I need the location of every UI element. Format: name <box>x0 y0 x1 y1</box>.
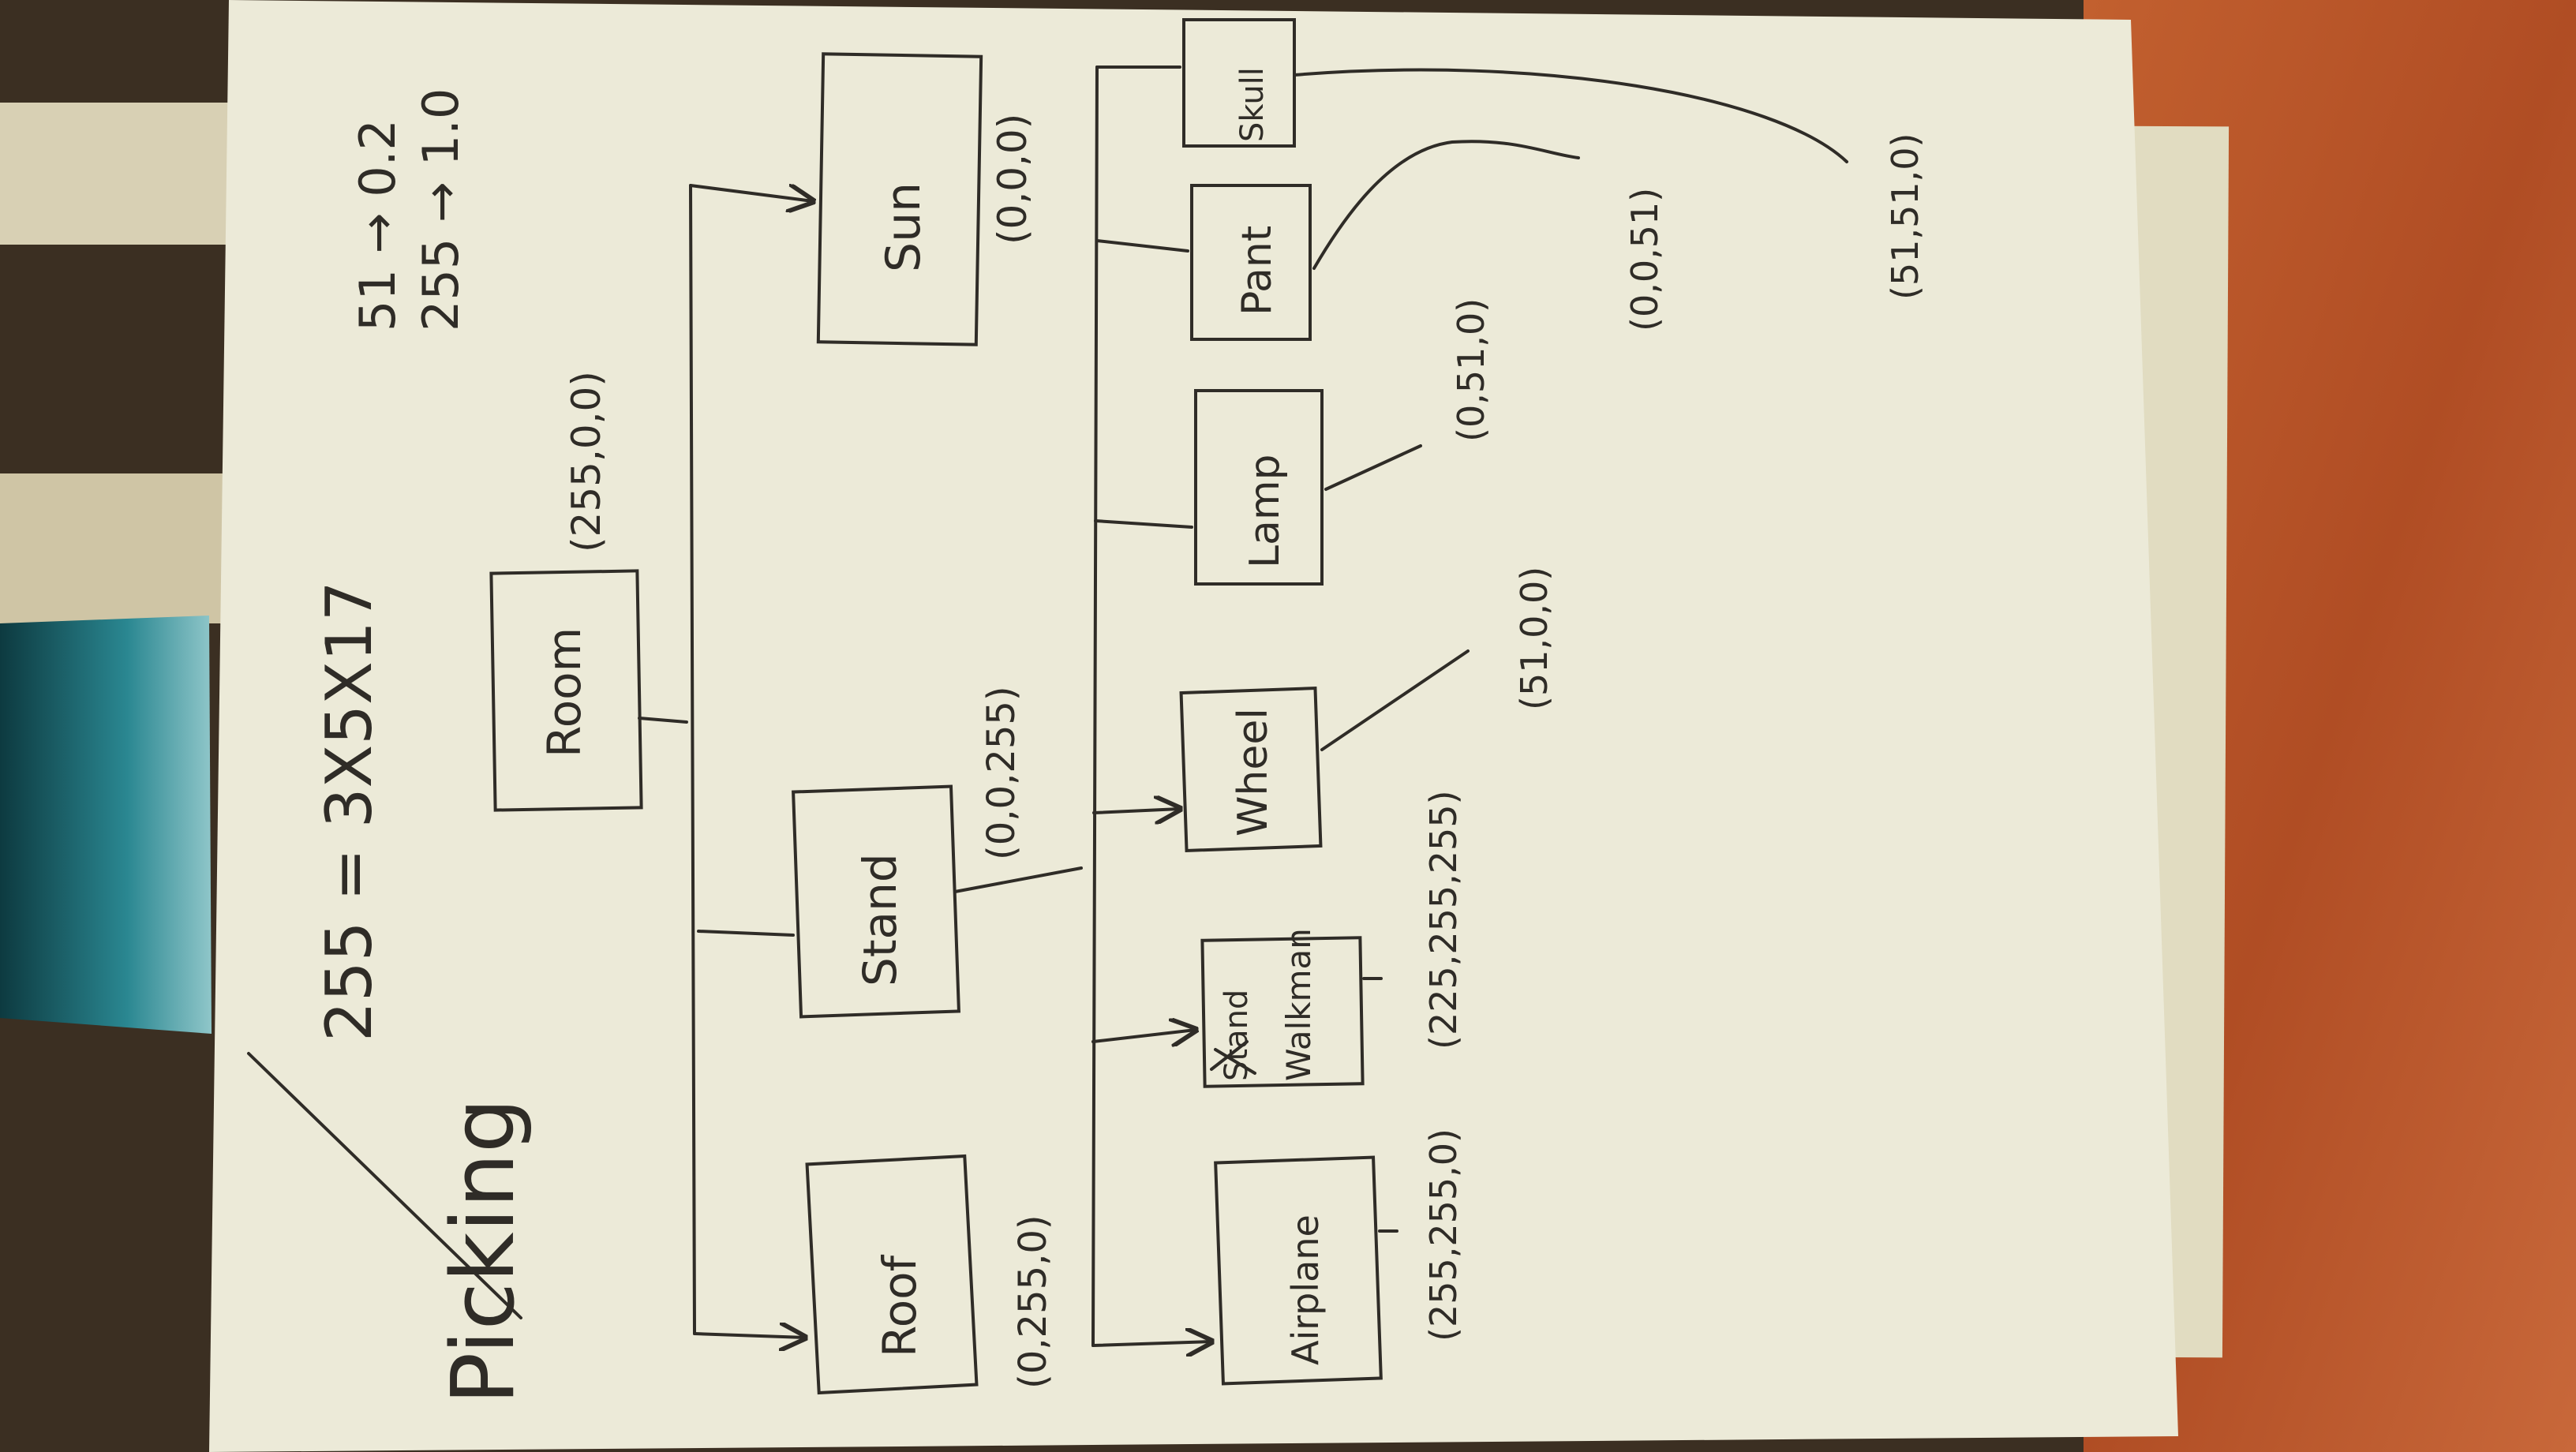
walkman-label: Walkman <box>1279 928 1318 1081</box>
sun-color: (0,0,0) <box>990 114 1035 245</box>
room-label: Room <box>537 627 591 758</box>
room-color: (255,0,0) <box>564 371 609 552</box>
room-connector <box>638 717 688 724</box>
background-shelf-lower <box>0 473 229 623</box>
diagram <box>247 18 1848 1395</box>
stand-connector <box>953 866 1083 893</box>
stand-box <box>792 784 960 1019</box>
airplane-color: (255,255,0) <box>1422 1128 1465 1342</box>
sun-label: Sun <box>876 182 931 272</box>
lamp-color: (0,51,0) <box>1450 298 1492 442</box>
paper-sheet <box>209 0 2178 1452</box>
trunk-to-walkman <box>1091 1030 1196 1042</box>
wheel-leader <box>1320 649 1470 751</box>
airplane-label: Airplane <box>1284 1214 1327 1365</box>
walkman-color: (225,255,255) <box>1422 790 1465 1050</box>
trunk-to-lamp <box>1094 519 1193 529</box>
wheel-color: (51,0,0) <box>1513 567 1556 710</box>
room-to-roof <box>693 1334 805 1338</box>
scale-note-1: 51 → 0.2 <box>349 119 406 331</box>
pant-label: Pant <box>1234 226 1281 316</box>
strike-mark <box>1210 1040 1256 1075</box>
formula-note: 255 = 3X5X17 <box>313 581 386 1042</box>
room-trunk <box>689 184 696 1335</box>
lamp-box <box>1194 389 1324 586</box>
sun-box <box>816 52 983 346</box>
skull-leader <box>1293 68 1848 163</box>
stand-color: (0,0,255) <box>979 686 1024 860</box>
skull-label: Skull <box>1234 67 1271 142</box>
walkman-struck-label: Stand <box>1219 990 1255 1081</box>
airplane-box <box>1214 1155 1383 1386</box>
walkman-box <box>1200 936 1365 1088</box>
wheel-label: Wheel <box>1230 708 1277 836</box>
pant-box <box>1190 184 1312 341</box>
stand-trunk <box>1091 65 1099 1347</box>
title-slash <box>247 1052 522 1319</box>
stand-label: Stand <box>853 853 907 986</box>
background-shelf <box>0 103 229 245</box>
skull-box <box>1182 18 1296 148</box>
page-title: Picking <box>432 1098 534 1405</box>
trunk-to-wheel <box>1092 809 1180 813</box>
glass-object <box>0 616 212 1034</box>
roof-label: Roof <box>873 1254 927 1357</box>
pant-leader <box>1312 140 1580 270</box>
trunk-to-pant <box>1095 239 1189 253</box>
roof-box <box>805 1154 979 1395</box>
room-box <box>489 569 643 812</box>
wheel-box <box>1179 687 1323 852</box>
skull-color: (51,51,0) <box>1884 133 1926 300</box>
pant-color: (0,0,51) <box>1623 188 1666 331</box>
scale-note-2: 255 → 1.0 <box>412 88 470 331</box>
roof-color: (0,255,0) <box>1011 1214 1055 1389</box>
lamp-leader <box>1324 444 1422 491</box>
room-to-sun <box>689 184 813 201</box>
trunk-to-airplane <box>1091 1342 1211 1345</box>
lamp-label: Lamp <box>1241 455 1289 569</box>
room-to-stand <box>697 930 795 937</box>
